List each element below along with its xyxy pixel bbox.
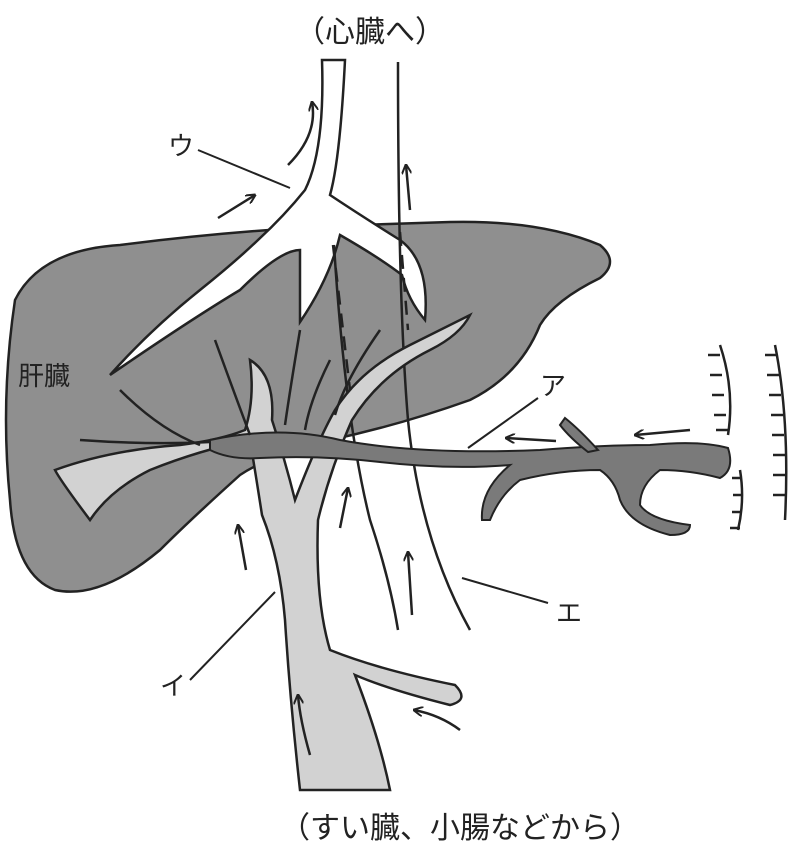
bottom-caption: （すい臓、小腸などから）: [280, 811, 640, 843]
leader-i: [190, 592, 275, 680]
arrow-portal-1: [238, 525, 246, 570]
arrow-portal-4: [414, 710, 460, 730]
arrow-vena-cava-2: [408, 552, 412, 615]
label-e: エ: [556, 599, 582, 629]
label-a: ア: [540, 372, 566, 402]
arrow-to-heart-2: [218, 195, 255, 218]
label-u: ウ: [168, 132, 194, 162]
top-caption: （心臓へ）: [295, 15, 445, 50]
arrow-to-heart-1: [288, 102, 313, 165]
organ-label-liver: 肝臓: [18, 362, 70, 392]
label-i: イ: [160, 672, 186, 702]
arrow-artery-2: [635, 430, 690, 435]
leader-u: [198, 150, 290, 188]
leader-e: [462, 578, 548, 603]
arrow-artery-1: [506, 438, 556, 441]
intestine-wall: [708, 345, 786, 530]
arrow-portal-2: [340, 488, 348, 528]
arrow-vena-cava-up: [406, 165, 410, 210]
